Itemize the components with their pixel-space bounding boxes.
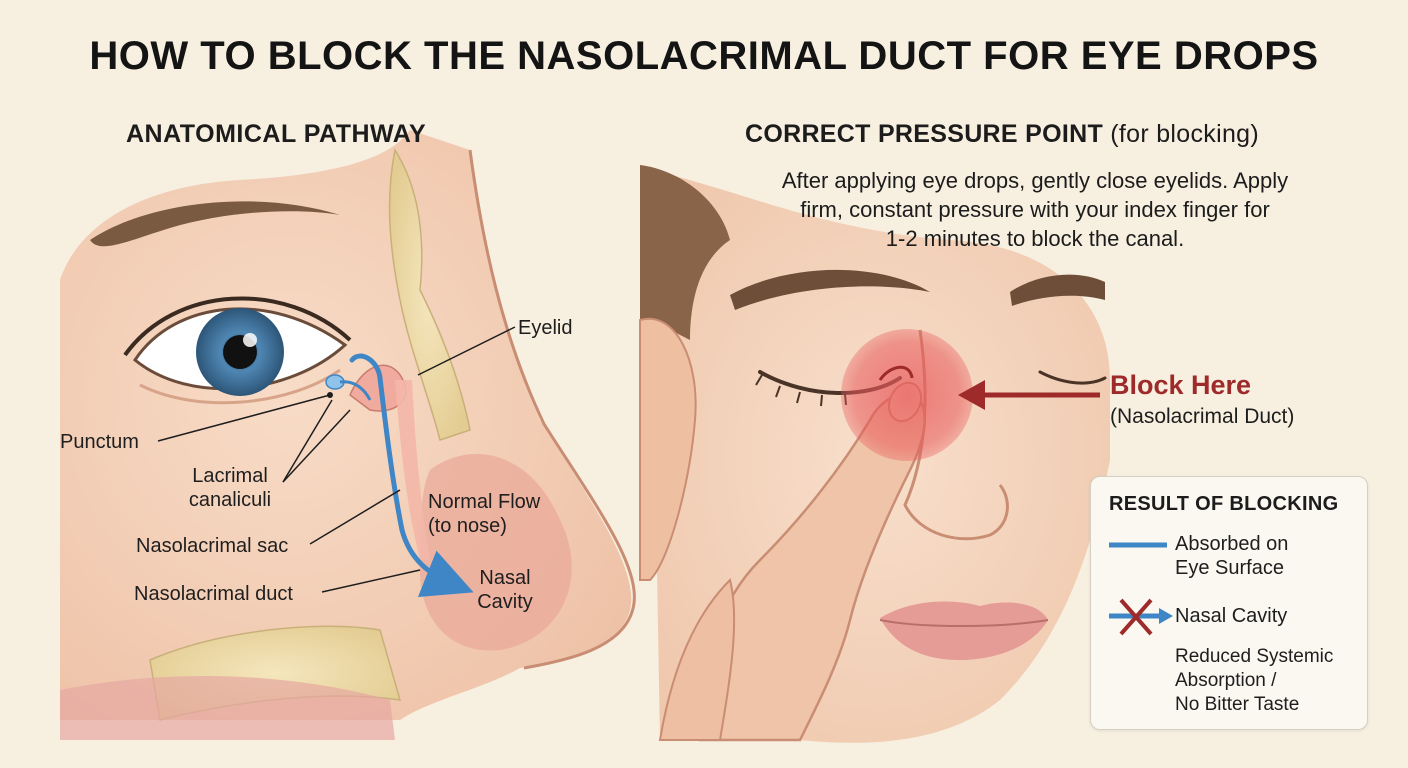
instructions-line2: firm, constant pressure with your index …: [800, 197, 1270, 222]
left-face-illustration: [60, 130, 636, 740]
result-outcome-line1: Reduced Systemic: [1175, 646, 1334, 667]
label-punctum: Punctum: [60, 431, 139, 453]
block-here-sublabel: (Nasolacrimal Duct): [1110, 405, 1295, 428]
label-normal-flow-line2: (to nose): [428, 515, 507, 537]
result-of-blocking-box: RESULT OF BLOCKING Absorbed on Eye Surfa…: [1090, 476, 1368, 730]
instructions: After applying eye drops, gently close e…: [720, 166, 1350, 253]
label-canaliculi: Lacrimal canaliculi: [180, 464, 280, 512]
label-nasolacrimal-duct: Nasolacrimal duct: [134, 583, 293, 605]
result-item1-line2: Eye Surface: [1175, 557, 1284, 579]
label-nasal-cavity: Nasal Cavity: [460, 566, 550, 614]
instructions-line1: After applying eye drops, gently close e…: [781, 168, 1289, 193]
result-box-title: RESULT OF BLOCKING: [1109, 493, 1339, 515]
block-here-label: Block Here: [1110, 370, 1252, 400]
label-canaliculi-line2: canaliculi: [188, 489, 272, 511]
blue-line-icon: [1109, 542, 1167, 548]
label-normal-flow-line1: Normal Flow: [428, 491, 541, 513]
result-item1-line1: Absorbed on: [1175, 533, 1289, 555]
red-x-arrow-icon: [1109, 598, 1173, 636]
pressure-point-heading: CORRECT PRESSURE POINT (for blocking): [745, 120, 1259, 149]
result-item-nasal-cavity: Nasal Cavity: [1175, 605, 1288, 627]
label-eyelid: Eyelid: [518, 317, 573, 339]
anatomical-pathway-heading: ANATOMICAL PATHWAY: [126, 120, 427, 148]
label-normal-flow: Normal Flow (to nose): [428, 490, 540, 538]
right-face-illustration: [639, 165, 1110, 743]
result-outcome-line2: Absorption /: [1175, 670, 1277, 691]
pressure-point-zone: [841, 329, 973, 461]
result-item-eye-surface: Absorbed on Eye Surface: [1175, 532, 1288, 580]
result-outcome-line3: No Bitter Taste: [1175, 694, 1300, 715]
label-nasal-cavity-line2: Cavity: [477, 591, 533, 613]
pressure-point-heading-note: (for blocking): [1110, 120, 1259, 148]
label-canaliculi-line1: Lacrimal: [192, 465, 268, 487]
instructions-line3: 1-2 minutes to block the canal.: [885, 226, 1185, 251]
label-nasal-cavity-line1: Nasal: [479, 567, 531, 589]
label-nasolacrimal-sac: Nasolacrimal sac: [136, 535, 289, 557]
block-here-arrow-icon: [958, 380, 985, 410]
pressure-point-heading-text: CORRECT PRESSURE POINT: [745, 120, 1104, 148]
page-title: HOW TO BLOCK THE NASOLACRIMAL DUCT FOR E…: [89, 34, 1319, 78]
result-outcome: Reduced Systemic Absorption / No Bitter …: [1175, 645, 1333, 717]
